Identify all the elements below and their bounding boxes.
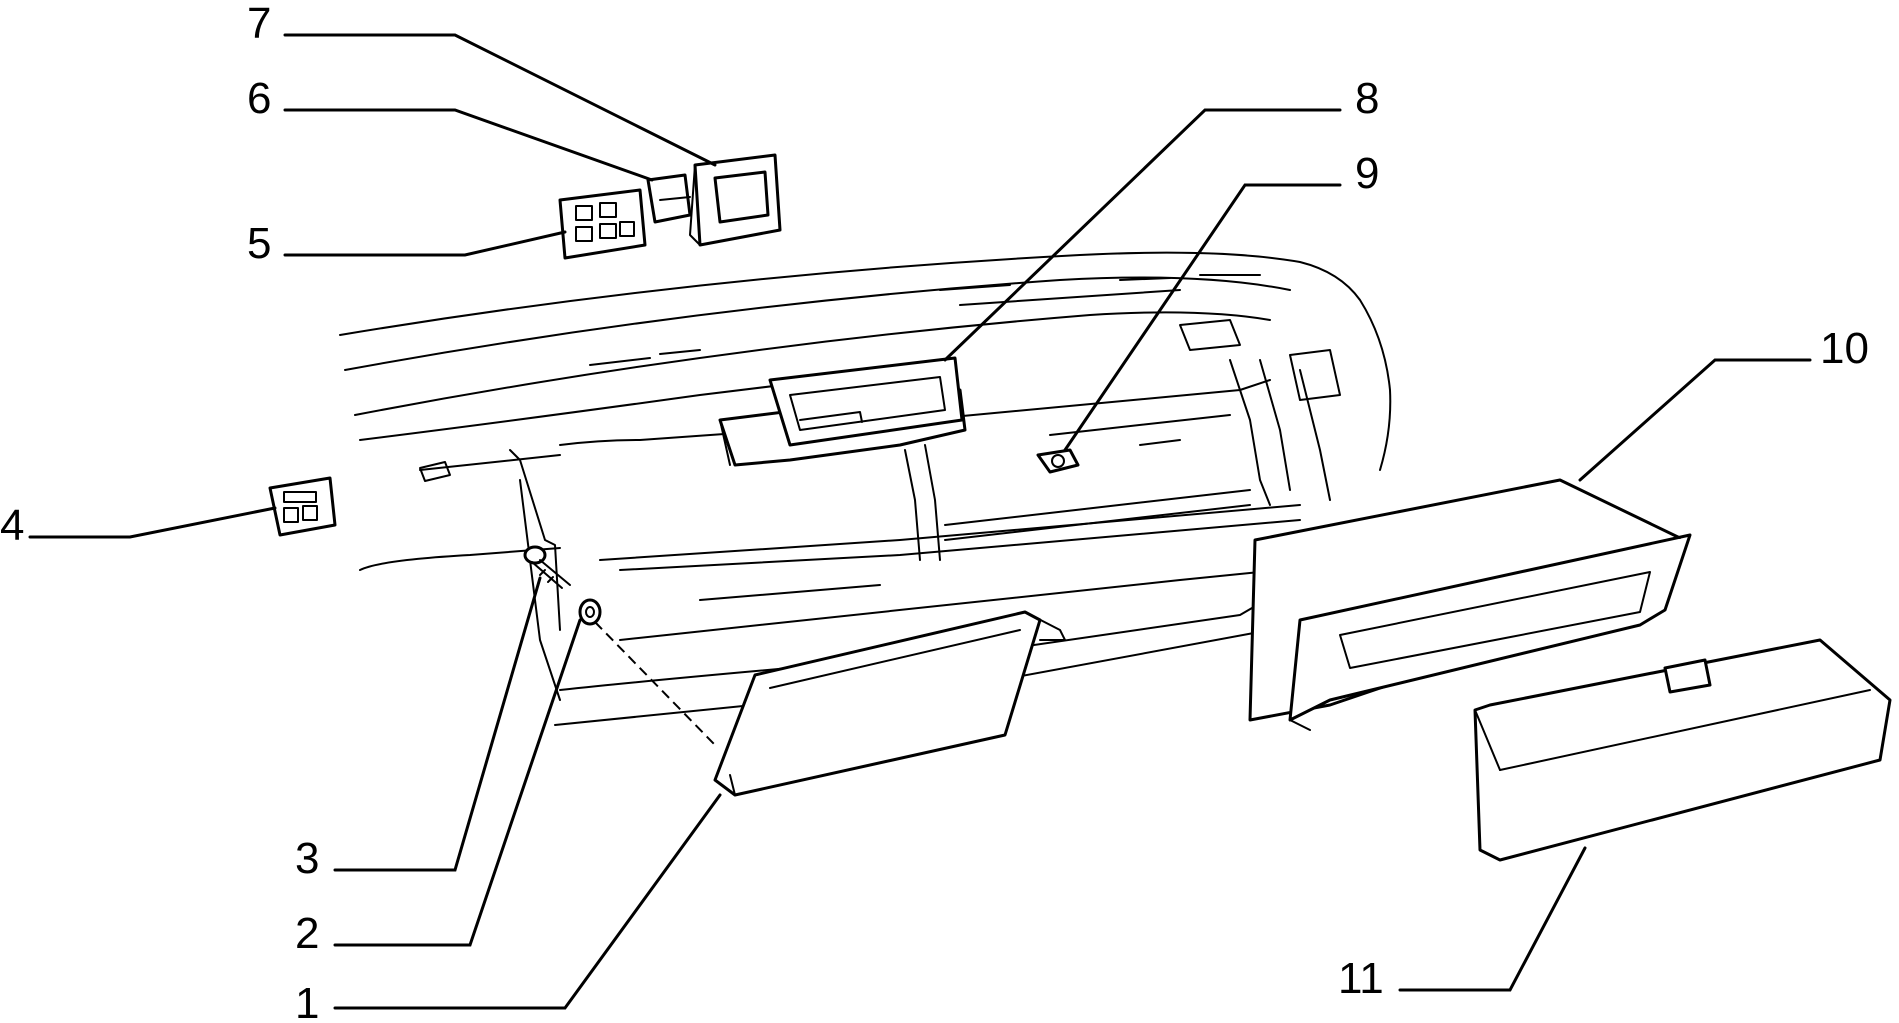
leader-8 xyxy=(943,108,1342,362)
leader-4 xyxy=(28,506,277,539)
callout-4: 4 xyxy=(0,501,24,550)
callout-2: 2 xyxy=(295,909,319,958)
part-8-center-vent xyxy=(718,356,967,467)
part-4-small-switch xyxy=(268,476,337,537)
callout-10: 10 xyxy=(1820,324,1869,373)
callout-3: 3 xyxy=(295,834,319,883)
leader-6 xyxy=(283,108,654,182)
leader-7 xyxy=(283,33,717,167)
callout-6: 6 xyxy=(247,74,271,123)
callout-11: 11 xyxy=(1338,954,1384,1003)
leader-2 xyxy=(333,618,582,947)
leader-10 xyxy=(1578,358,1812,482)
part-2-washer xyxy=(578,598,716,746)
leader-11 xyxy=(1398,846,1587,992)
callout-8: 8 xyxy=(1355,74,1379,123)
part-3-screw xyxy=(523,545,571,589)
part-11-glovebox-lid xyxy=(1473,638,1892,862)
part-6-bracket xyxy=(646,173,692,224)
callout-9: 9 xyxy=(1355,149,1379,198)
leader-1 xyxy=(333,793,722,1010)
callout-7: 7 xyxy=(247,0,271,48)
part-1-lower-lid xyxy=(713,610,1066,797)
part-10-glovebox-tray xyxy=(1248,478,1692,731)
leader-3 xyxy=(333,576,542,872)
leader-9 xyxy=(1063,183,1342,452)
callout-5: 5 xyxy=(247,219,271,268)
dashboard-panel xyxy=(339,251,1392,726)
part-7-switch-housing xyxy=(689,153,782,247)
leader-lines xyxy=(28,33,1812,1010)
part-5-switch-block xyxy=(558,188,647,260)
part-9-clip xyxy=(1036,448,1080,474)
leader-5 xyxy=(283,230,567,257)
callout-1: 1 xyxy=(295,979,319,1023)
